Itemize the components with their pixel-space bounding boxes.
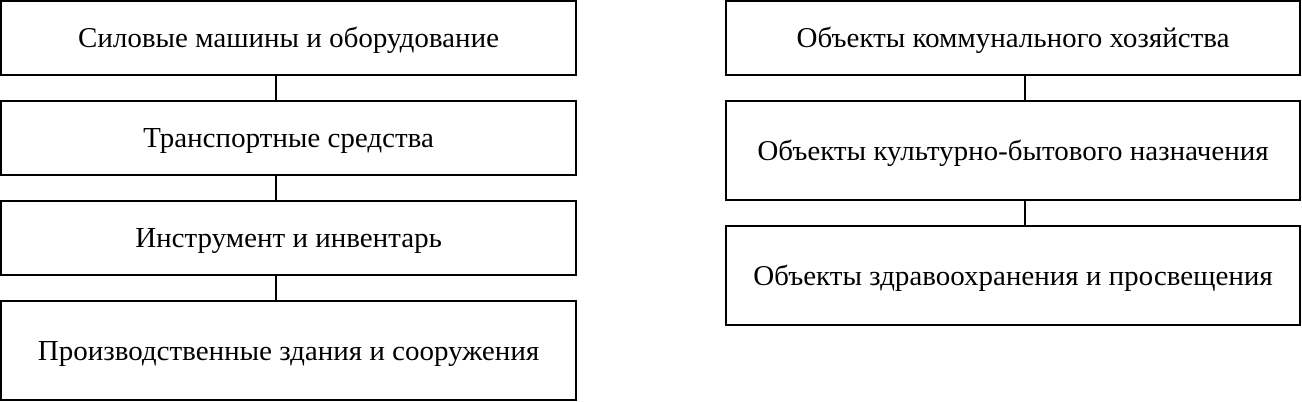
- box-cultural-facilities: Объекты культурно-бытового назначения: [725, 100, 1301, 201]
- box-label: Транспортные средства: [143, 122, 434, 154]
- box-label: Объекты здравоохранения и просвещения: [753, 259, 1273, 292]
- connector-line: [1024, 76, 1026, 100]
- box-label: Производственные здания и сооружения: [37, 334, 540, 367]
- box-label: Силовые машины и оборудование: [78, 22, 499, 54]
- box-power-machines: Силовые машины и оборудование: [0, 0, 577, 76]
- box-label: Инструмент и инвентарь: [135, 222, 442, 254]
- box-utilities: Объекты коммунального хозяйства: [725, 0, 1301, 76]
- box-health-education: Объекты здравоохранения и просвещения: [725, 225, 1301, 326]
- connector-line: [275, 76, 277, 100]
- connector-line: [275, 276, 277, 300]
- box-vehicles: Транспортные средства: [0, 100, 577, 176]
- box-label: Объекты культурно-бытового назначения: [757, 134, 1269, 167]
- connector-line: [1024, 201, 1026, 225]
- box-label: Объекты коммунального хозяйства: [796, 22, 1230, 54]
- box-industrial-buildings: Производственные здания и сооружения: [0, 300, 577, 401]
- connector-line: [275, 176, 277, 200]
- box-tools-inventory: Инструмент и инвентарь: [0, 200, 577, 276]
